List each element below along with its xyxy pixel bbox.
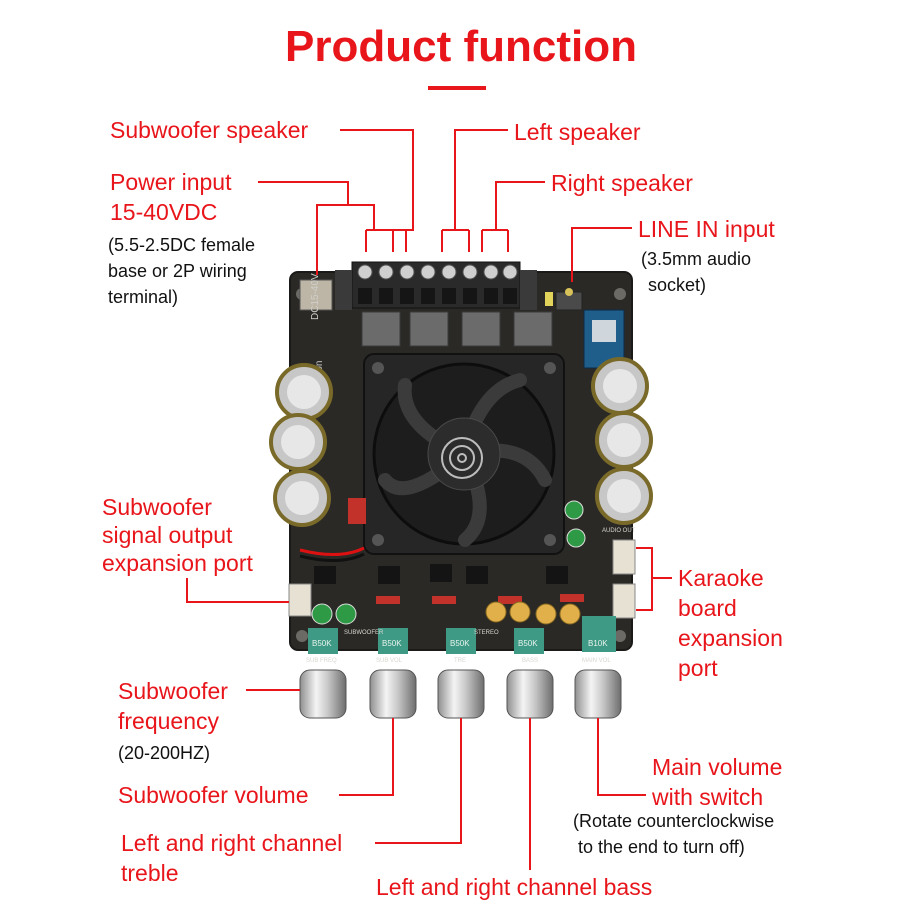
subwoofer-expansion-port <box>288 583 312 617</box>
label-treble-1: Left and right channel <box>121 830 343 856</box>
knob-sub-volume <box>369 669 417 719</box>
label-subwoofer-speaker: Subwoofer speaker <box>110 117 309 143</box>
knob-caption: MAIN VOL <box>582 658 611 664</box>
label-sub-frequency-1: Subwoofer <box>118 678 228 704</box>
label-main-volume-note-1: (Rotate counterclockwise <box>573 811 775 831</box>
label-line-in: LINE IN input <box>638 216 775 242</box>
pot-marking: B50K <box>450 639 470 648</box>
knob-caption: SUB FREQ <box>306 658 337 664</box>
speaker-terminal-block <box>351 261 521 309</box>
label-right-speaker: Right speaker <box>551 170 693 196</box>
pot-marking: B50K <box>312 639 332 648</box>
pot-marking: B10K <box>588 639 608 648</box>
label-sub-frequency-2: frequency <box>118 708 220 734</box>
capacitors-left <box>269 363 333 527</box>
knob-sub-frequency <box>299 669 347 719</box>
label-karaoke-1: Karaoke <box>678 565 764 591</box>
page-title: Product function <box>285 22 637 71</box>
label-sub-output-3: expansion port <box>102 550 253 576</box>
label-karaoke-4: port <box>678 655 718 681</box>
capacitors-right <box>591 357 653 525</box>
label-power-note-3: terminal) <box>108 287 179 307</box>
leader-lines <box>186 129 672 870</box>
label-main-volume-2: with switch <box>652 784 764 810</box>
label-karaoke-2: board <box>678 595 737 621</box>
dc-power-jack <box>299 279 333 311</box>
pot-marking: B50K <box>382 639 402 648</box>
control-knobs <box>299 669 622 719</box>
label-power-voltage: 15-40VDC <box>110 199 218 225</box>
label-power-note-1: (5.5-2.5DC female <box>108 235 256 255</box>
knob-caption: SUB VOL <box>376 658 403 664</box>
label-sub-frequency-note: (20-200HZ) <box>118 743 211 763</box>
label-line-in-note-1: (3.5mm audio <box>641 249 752 269</box>
label-line-in-note-2: socket) <box>648 275 707 295</box>
label-main-volume-1: Main volume <box>652 754 783 780</box>
port-caption: STEREO <box>474 630 499 636</box>
label-sub-output-1: Subwoofer <box>102 494 212 520</box>
label-sub-output-2: signal output <box>102 522 233 548</box>
label-main-volume-note-2: to the end to turn off) <box>573 837 745 857</box>
power-marking: DC15-40V <box>310 273 321 320</box>
label-sub-volume: Subwoofer volume <box>118 782 309 808</box>
label-karaoke-3: expansion <box>678 625 783 651</box>
label-power-input: Power input <box>110 169 232 195</box>
knob-caption: TRE <box>454 658 466 664</box>
title-underline <box>428 86 486 90</box>
label-left-speaker: Left speaker <box>514 119 641 145</box>
label-bass: Left and right channel bass <box>376 874 653 900</box>
knob-bass <box>506 669 554 719</box>
knob-main-volume <box>574 669 622 719</box>
karaoke-expansion-port <box>612 539 636 575</box>
pot-marking: B50K <box>518 639 538 648</box>
potentiometer-bodies <box>308 616 616 654</box>
port-caption: AUDIO OUT <box>602 528 636 534</box>
port-caption: SUBWOOFER <box>344 630 384 636</box>
label-treble-2: treble <box>121 860 179 886</box>
knob-caption: BASS <box>522 658 538 664</box>
knob-treble <box>437 669 485 719</box>
label-power-note-2: base or 2P wiring <box>108 261 247 281</box>
